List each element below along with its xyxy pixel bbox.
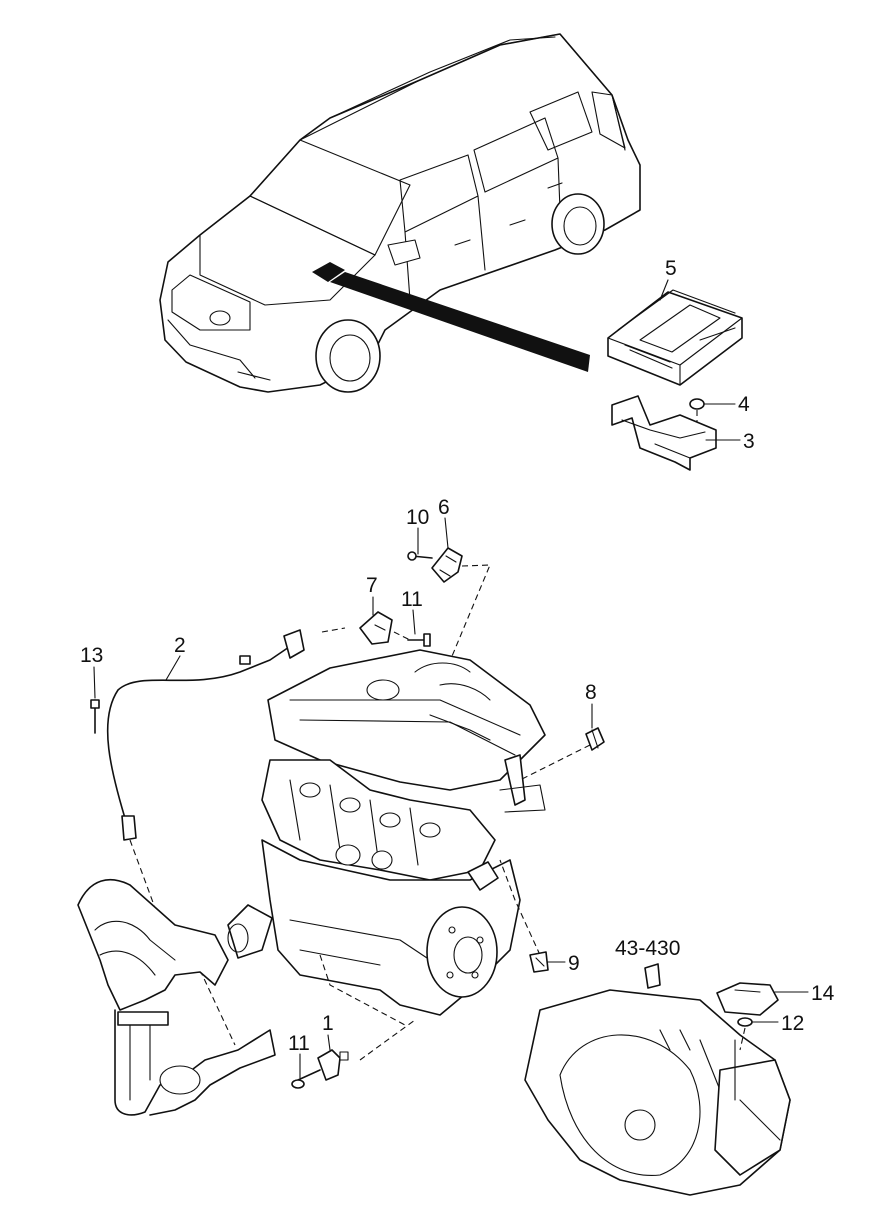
callout-8: 8 bbox=[585, 681, 597, 704]
dash-bottom bbox=[319, 954, 416, 1061]
callout-9: 9 bbox=[568, 952, 580, 975]
cam-sensor-part bbox=[431, 547, 463, 583]
ecu-module bbox=[607, 289, 743, 386]
bolt-10-part bbox=[407, 551, 433, 561]
callout-13: 13 bbox=[80, 644, 103, 667]
crank-sensor-part bbox=[317, 1049, 349, 1081]
callout-3: 3 bbox=[743, 430, 755, 453]
callout-7: 7 bbox=[366, 574, 378, 597]
callout-10: 10 bbox=[406, 506, 429, 529]
callout-5: 5 bbox=[665, 257, 677, 280]
ecu-leader-wedge bbox=[330, 272, 590, 372]
bolt-13-part bbox=[90, 699, 100, 734]
dash-8 bbox=[519, 744, 591, 781]
sensor-7-part bbox=[359, 611, 393, 645]
callout-43-430: 43-430 bbox=[615, 937, 680, 960]
callout-11-lower: 11 bbox=[288, 1032, 310, 1055]
ecu-location-marker bbox=[312, 262, 345, 282]
callout-4: 4 bbox=[738, 393, 750, 416]
callout-1: 1 bbox=[322, 1012, 334, 1035]
callout-6: 6 bbox=[438, 496, 450, 519]
vehicle-illustration bbox=[159, 33, 641, 393]
transaxle bbox=[524, 989, 791, 1196]
dash-manifold bbox=[199, 969, 236, 1046]
callout-12: 12 bbox=[781, 1012, 804, 1035]
bolt-11-lower-part bbox=[291, 1069, 321, 1089]
callout-11-upper: 11 bbox=[401, 588, 423, 611]
callout-14: 14 bbox=[811, 982, 835, 1005]
exhaust-manifold bbox=[77, 878, 276, 1116]
sensor-8-part bbox=[585, 727, 605, 751]
part-43-430 bbox=[644, 963, 661, 989]
callout-2: 2 bbox=[174, 634, 186, 657]
leader-lines bbox=[93, 279, 809, 1079]
dash-6 bbox=[439, 564, 491, 686]
engine-block bbox=[227, 649, 546, 1016]
dash-9 bbox=[499, 859, 541, 956]
inhibitor-switch-part bbox=[716, 982, 779, 1016]
ecu-bracket bbox=[611, 395, 717, 471]
dash-7 bbox=[321, 627, 411, 641]
bolt-11-upper-part bbox=[407, 633, 431, 647]
sensor-9-part bbox=[529, 951, 549, 973]
